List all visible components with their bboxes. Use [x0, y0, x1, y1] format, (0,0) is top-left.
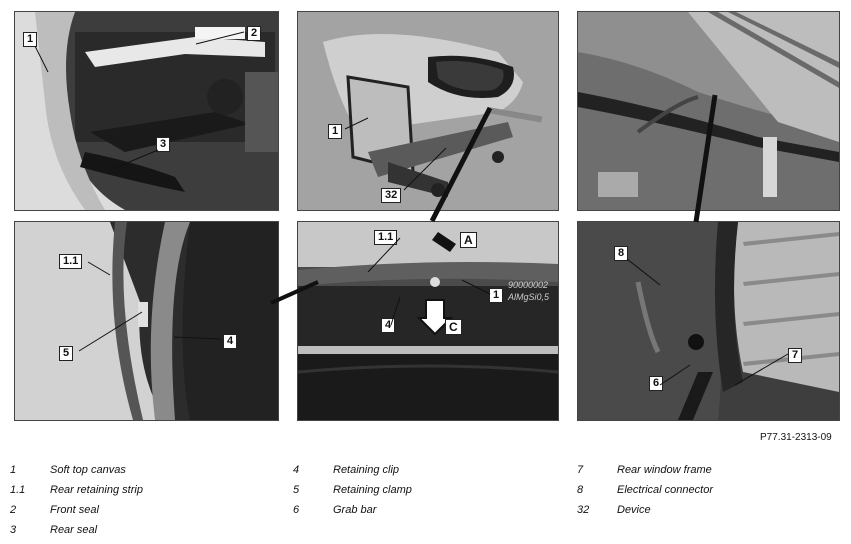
legend-number: 3 — [10, 524, 17, 536]
legend-number: 1 — [10, 464, 17, 476]
legend-column-1: 1 Soft top canvas 1.1 Rear retaining strip… — [10, 464, 143, 544]
photo-soft-top-on-device-drawing — [298, 12, 558, 210]
legend-text: Grab bar — [333, 504, 377, 516]
legend-text: Device — [617, 504, 651, 516]
photo-retaining-clip-detail: 1.1 1 4 A C 90000002 AlMgSi0,5 — [297, 221, 559, 421]
legend-column-3: 7 Rear window frame 8 Electrical connector… — [577, 464, 713, 524]
legend-item: 7 Rear window frame — [577, 464, 713, 484]
callout-7: 7 — [788, 348, 803, 363]
callout-8: 8 — [614, 246, 629, 261]
legend-item: 4 Retaining clip — [293, 464, 412, 484]
callout-5: 5 — [59, 346, 74, 361]
callout-1: 1 — [489, 288, 504, 303]
legend-number: 2 — [10, 504, 17, 516]
callout-4: 4 — [223, 334, 238, 349]
legend-number: 4 — [293, 464, 300, 476]
figure-id: P77.31-2313-09 — [760, 432, 832, 443]
legend-text: Soft top canvas — [50, 464, 126, 476]
photo-retaining-clip-detail-drawing — [298, 222, 558, 420]
photo-grab-bar-connector: 8 7 6 — [577, 221, 840, 421]
callout-1: 1 — [328, 124, 343, 139]
legend-item: 2 Front seal — [10, 504, 143, 524]
legend-text: Rear retaining strip — [50, 484, 143, 496]
legend-item: 5 Retaining clamp — [293, 484, 412, 504]
legend-number: 6 — [293, 504, 300, 516]
photo-soft-top-seals-drawing — [15, 12, 278, 210]
legend-text: Rear seal — [50, 524, 98, 536]
letter-c: C — [445, 319, 462, 335]
callout-2: 2 — [247, 26, 262, 41]
legend-number: 1.1 — [10, 484, 26, 496]
legend-item: 32 Device — [577, 504, 713, 524]
legend-item: 6 Grab bar — [293, 504, 412, 524]
stamp-text-1: 90000002 — [508, 280, 549, 290]
photo-rear-window-frame — [577, 11, 840, 211]
callout-4: 4 — [381, 318, 396, 333]
legend-column-2: 4 Retaining clip 5 Retaining clamp 6 Grab b… — [293, 464, 412, 524]
callout-1-1: 1.1 — [374, 230, 398, 245]
legend-item: 3 Rear seal — [10, 524, 143, 544]
legend-number: 7 — [577, 464, 584, 476]
legend-text: Retaining clamp — [333, 484, 412, 496]
photo-rear-window-frame-drawing — [578, 12, 839, 210]
callout-32: 32 — [381, 188, 402, 203]
legend-number: 8 — [577, 484, 584, 496]
letter-a: A — [460, 232, 477, 248]
legend-text: Retaining clip — [333, 464, 400, 476]
photo-soft-top-on-device: 1 32 — [297, 11, 559, 211]
legend-item: 8 Electrical connector — [577, 484, 713, 504]
legend-text: Rear window frame — [617, 464, 712, 476]
callout-3: 3 — [156, 137, 171, 152]
legend-item: 1.1 Rear retaining strip — [10, 484, 143, 504]
legend-text: Front seal — [50, 504, 99, 516]
stamp-text-2: AlMgSi0,5 — [508, 292, 550, 302]
photo-soft-top-seals: 1 2 3 — [14, 11, 279, 211]
callout-6: 6 — [649, 376, 664, 391]
legend-text: Electrical connector — [617, 484, 713, 496]
legend-item: 1 Soft top canvas — [10, 464, 143, 484]
callout-1-1: 1.1 — [59, 254, 83, 269]
photo-rear-retaining-strip-clamp: 1.1 5 4 — [14, 221, 279, 421]
legend-number: 5 — [293, 484, 300, 496]
photo-rear-retaining-strip-clamp-drawing — [15, 222, 278, 420]
callout-1: 1 — [23, 32, 38, 47]
legend-number: 32 — [577, 504, 590, 516]
